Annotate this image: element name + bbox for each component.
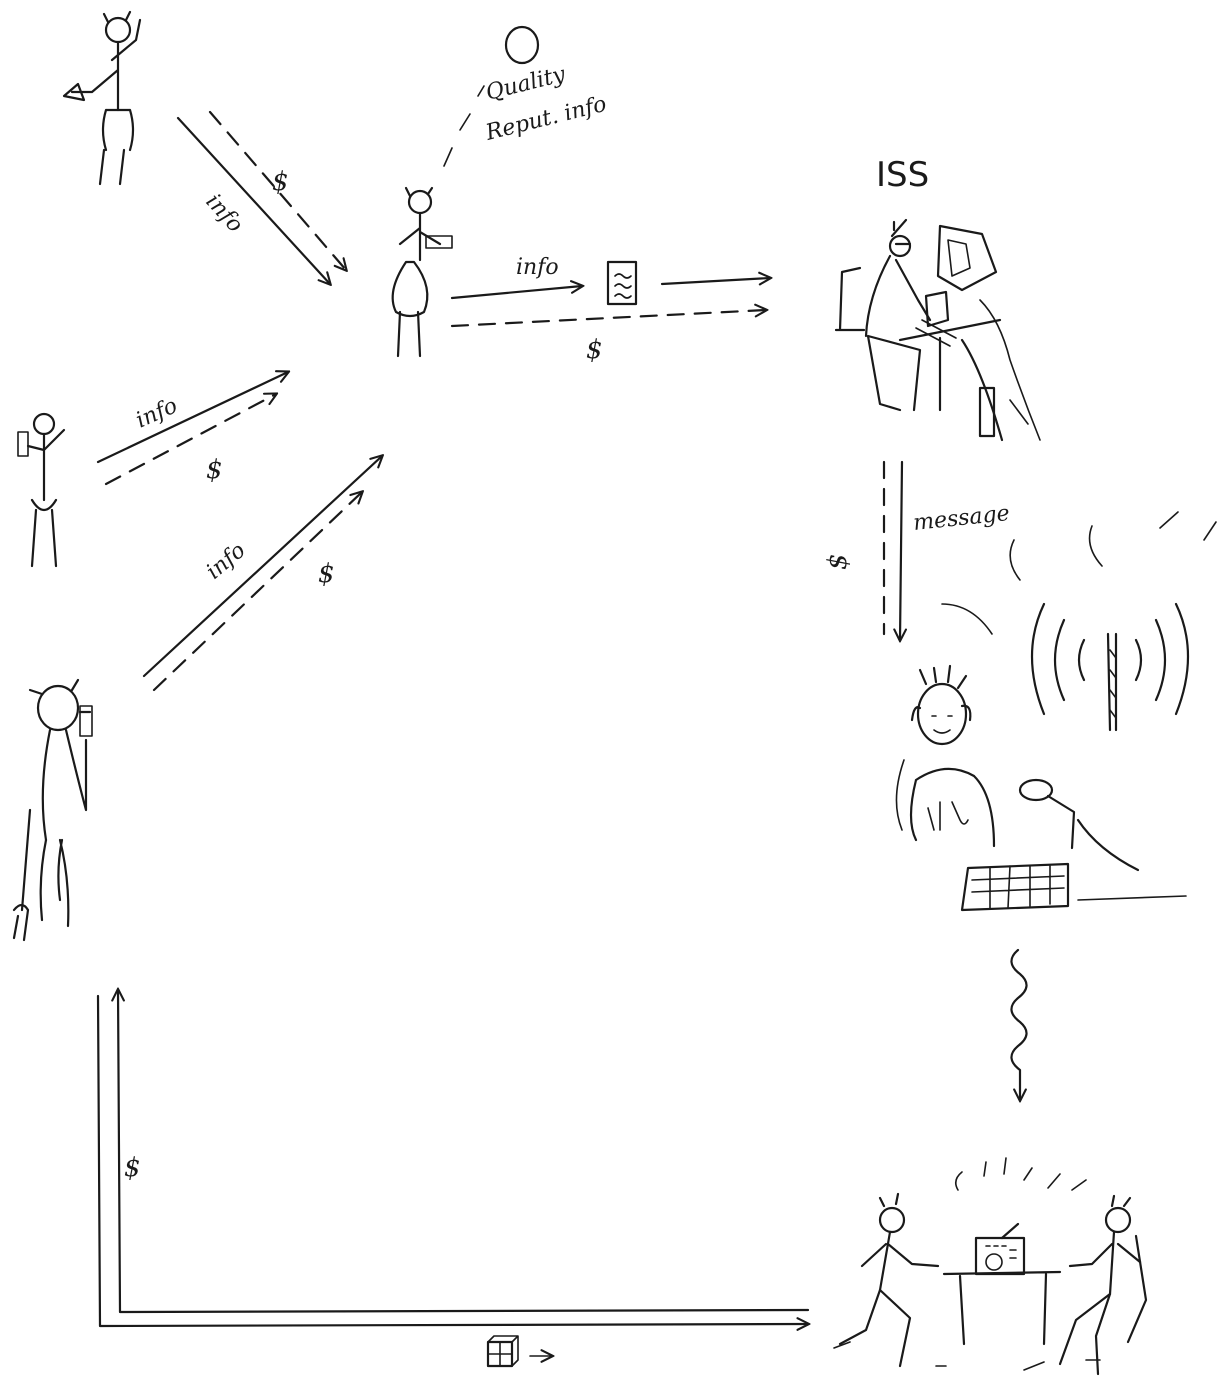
arrow-set-farmer3-to-trader: info $ [142,456,382,692]
radio-receiver [974,1222,1026,1276]
farmer-figure-middle [17,412,66,568]
label-info-3: info [202,538,251,585]
label-dollar-3: $ [318,559,335,589]
arrow-set-return-to-farmers: $ [96,990,808,1368]
document-icon [606,260,638,306]
farmer-figure-bottom [12,678,93,942]
box-icon [486,1335,519,1368]
iss-section: ISS [834,155,1041,442]
label-info-1: info [201,189,248,237]
radio-broadcaster [895,664,1187,912]
arrow-set-trader-to-iss: info $ [450,255,770,365]
label-quality: Quality [483,62,568,106]
label-dollar-5: $ [823,553,853,570]
farmer-figure-top [62,10,142,186]
listeners-with-radio [833,1157,1148,1376]
arrow-set-farmer2-to-trader: info $ [96,372,288,486]
label-dollar-4: $ [586,335,603,365]
label-message: message [912,501,1011,536]
label-dollar-1: $ [272,167,289,197]
label-iss: ISS [876,155,929,195]
radio-tower [941,511,1217,732]
arrow-set-iss-to-radio: message $ [823,460,1011,640]
label-dollar-2: $ [206,455,223,485]
label-info-2: info [132,393,181,433]
arrow-set-farmer1-to-trader: info $ [176,110,346,284]
quality-reputation-note: Quality Reput. info [443,25,609,167]
trader-figure [391,186,453,358]
broadcast-signal [1010,948,1028,1100]
label-info-4: info [516,255,559,280]
label-dollar-6: $ [124,1153,141,1183]
iss-operator-at-computer [834,218,1041,442]
